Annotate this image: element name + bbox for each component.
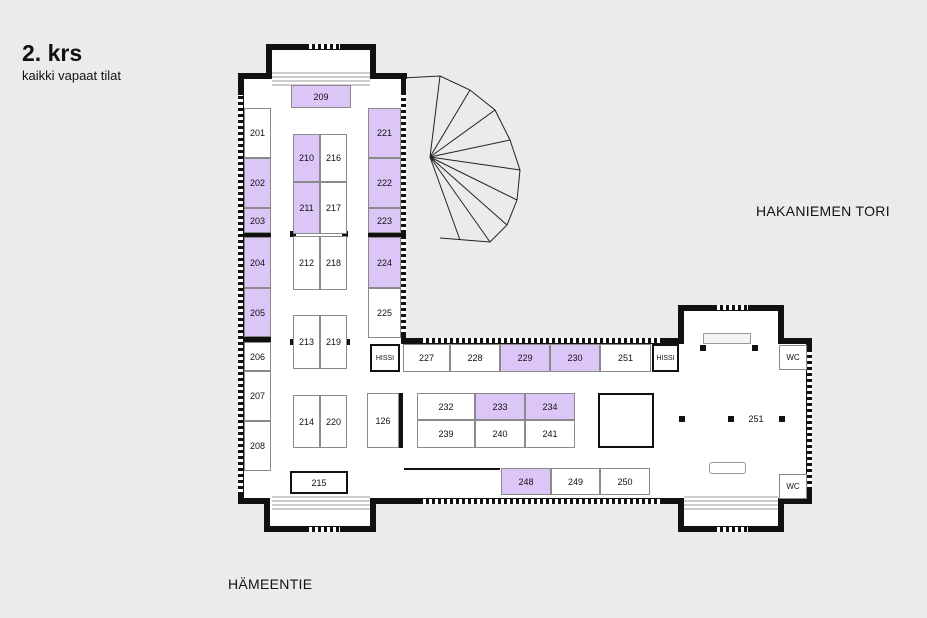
elevator-west[interactable]: HISSI <box>370 344 400 372</box>
room-229[interactable]: 229 <box>500 344 550 372</box>
room-213[interactable]: 213 <box>293 315 320 369</box>
room-209[interactable]: 209 <box>291 85 351 108</box>
room-248[interactable]: 248 <box>501 468 551 495</box>
street-label-hameentie: HÄMEENTIE <box>228 576 313 592</box>
room-227[interactable]: 227 <box>403 344 450 372</box>
room-234[interactable]: 234 <box>525 393 575 420</box>
room-249[interactable]: 249 <box>551 468 600 495</box>
room-211[interactable]: 211 <box>293 182 320 234</box>
room-220[interactable]: 220 <box>320 395 347 448</box>
room-208[interactable]: 208 <box>244 421 271 471</box>
room-233[interactable]: 233 <box>475 393 525 420</box>
east-stairs <box>684 496 778 510</box>
room-219[interactable]: 219 <box>320 315 347 369</box>
room-214[interactable]: 214 <box>293 395 320 448</box>
room-201[interactable]: 201 <box>244 108 271 158</box>
spiral-staircase <box>401 75 521 243</box>
room-126[interactable]: 126 <box>367 393 399 448</box>
room-206[interactable]: 206 <box>244 342 271 371</box>
room-221[interactable]: 221 <box>368 108 401 158</box>
room-232[interactable]: 232 <box>417 393 475 420</box>
room-215[interactable]: 215 <box>290 471 348 494</box>
room-241[interactable]: 241 <box>525 420 575 448</box>
room-240[interactable]: 240 <box>475 420 525 448</box>
wc-south[interactable]: WC <box>779 474 807 499</box>
elevator-east[interactable]: HISSI <box>652 344 679 372</box>
room-205[interactable]: 205 <box>244 288 271 337</box>
room-217[interactable]: 217 <box>320 182 347 234</box>
room-250[interactable]: 250 <box>600 468 650 495</box>
room-212[interactable]: 212 <box>293 236 320 290</box>
room-216[interactable]: 216 <box>320 134 347 182</box>
south-stairs <box>272 496 370 510</box>
room-228[interactable]: 228 <box>450 344 500 372</box>
room-210[interactable]: 210 <box>293 134 320 182</box>
room-251-hall[interactable]: 251 <box>748 414 764 424</box>
room-239[interactable]: 239 <box>417 420 475 448</box>
room-230[interactable]: 230 <box>550 344 600 372</box>
wc-north[interactable]: WC <box>779 345 807 370</box>
floor-title: 2. krs <box>22 40 83 66</box>
room-203[interactable]: 203 <box>244 208 271 233</box>
room-225[interactable]: 225 <box>368 288 401 338</box>
room-222[interactable]: 222 <box>368 158 401 208</box>
room-224[interactable]: 224 <box>368 237 401 288</box>
floor-subtitle: kaikki vapaat tilat <box>22 68 121 83</box>
street-label-hakaniemen-tori: HAKANIEMEN TORI <box>756 203 890 219</box>
room-202[interactable]: 202 <box>244 158 271 208</box>
room-204[interactable]: 204 <box>244 237 271 288</box>
room-223[interactable]: 223 <box>368 208 401 233</box>
room-207[interactable]: 207 <box>244 371 271 421</box>
room-218[interactable]: 218 <box>320 236 347 290</box>
room-251-small[interactable]: 251 <box>600 344 651 372</box>
